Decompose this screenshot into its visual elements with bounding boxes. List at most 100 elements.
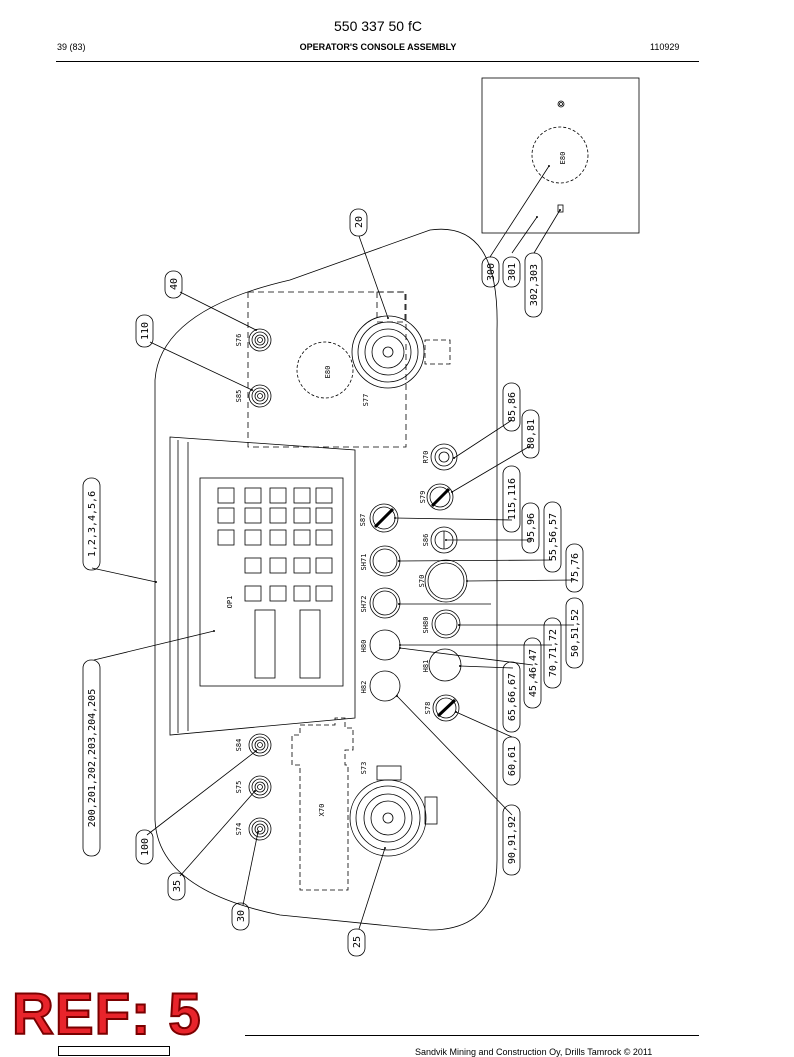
callout-95-96: 95,96 bbox=[521, 502, 540, 554]
label-s79: S79 bbox=[419, 491, 427, 504]
footer-divider bbox=[245, 1035, 699, 1036]
callout-35: 35 bbox=[167, 872, 186, 901]
label-h81: H81 bbox=[422, 660, 430, 673]
label-s73: S73 bbox=[360, 762, 368, 775]
console-body-outline bbox=[154, 228, 498, 931]
svg-text:115,116: 115,116 bbox=[507, 478, 518, 520]
svg-text:65,66,67: 65,66,67 bbox=[507, 673, 518, 721]
label-r70: R70 bbox=[422, 451, 430, 464]
label-s74: S74 bbox=[235, 823, 243, 836]
callout-80-81: 80,81 bbox=[521, 409, 540, 459]
lamp-h81 bbox=[428, 648, 462, 682]
callout-1-6: 1,2,3,4,5,6 bbox=[82, 477, 101, 571]
svg-text:200,201,202,203,204,205: 200,201,202,203,204,205 bbox=[87, 689, 98, 827]
svg-text:45,46,47: 45,46,47 bbox=[528, 649, 539, 697]
label-e80: E80 bbox=[324, 366, 332, 379]
svg-text:60,61: 60,61 bbox=[507, 746, 518, 776]
callout-30: 30 bbox=[231, 902, 250, 931]
label-sh80: SH80 bbox=[422, 617, 430, 634]
svg-text:25: 25 bbox=[352, 936, 363, 948]
svg-text:75,76: 75,76 bbox=[570, 553, 581, 583]
lamp-h80 bbox=[369, 629, 401, 661]
e80-outline bbox=[296, 341, 354, 399]
callout-75-76: 75,76 bbox=[565, 543, 584, 593]
display-panel-op1 bbox=[169, 436, 356, 736]
callout-85-86: 85,86 bbox=[502, 382, 521, 432]
leader-lines bbox=[91, 165, 575, 930]
svg-text:85,86: 85,86 bbox=[507, 392, 518, 422]
label-s87: S87 bbox=[359, 514, 367, 527]
svg-text:70,71,72: 70,71,72 bbox=[548, 629, 559, 677]
svg-text:100: 100 bbox=[140, 838, 151, 856]
button-sh72 bbox=[369, 587, 401, 619]
button-s85 bbox=[248, 384, 272, 408]
button-s84 bbox=[248, 733, 272, 757]
callout-55-57: 55,56,57 bbox=[543, 501, 562, 573]
joystick-housing-upper bbox=[247, 291, 407, 448]
joystick-s73 bbox=[349, 765, 438, 857]
fastener-top-icon bbox=[557, 100, 565, 108]
callout-110: 110 bbox=[135, 314, 154, 348]
callout-301: 301 bbox=[502, 256, 521, 288]
svg-text:35: 35 bbox=[172, 880, 183, 892]
callout-115-116: 115,116 bbox=[502, 465, 521, 533]
ref-stamp: REF: 5 bbox=[11, 982, 202, 1047]
label-op1: OP1 bbox=[226, 596, 234, 609]
svg-text:1,2,3,4,5,6: 1,2,3,4,5,6 bbox=[87, 491, 98, 557]
button-sh80 bbox=[431, 609, 461, 639]
label-s84: S84 bbox=[235, 739, 243, 752]
selector-s78 bbox=[432, 694, 460, 722]
label-s75: S75 bbox=[235, 781, 243, 794]
svg-text:90,91,92: 90,91,92 bbox=[507, 816, 518, 864]
callouts: 300 301 302,303 20 40 110 85,86 80,81 1,… bbox=[82, 208, 584, 957]
button-s70 bbox=[424, 559, 468, 603]
svg-text:55,56,57: 55,56,57 bbox=[548, 513, 559, 561]
label-sh71: SH71 bbox=[360, 554, 368, 571]
svg-text:80,81: 80,81 bbox=[526, 419, 537, 449]
callout-65-67: 65,66,67 bbox=[502, 661, 521, 733]
connector-x70 bbox=[291, 717, 354, 891]
label-s86: S86 bbox=[422, 534, 430, 547]
label-s85: S85 bbox=[235, 390, 243, 403]
svg-text:20: 20 bbox=[354, 216, 365, 228]
svg-text:300: 300 bbox=[486, 263, 497, 281]
svg-text:50,51,52: 50,51,52 bbox=[570, 609, 581, 657]
fastener-bottom-icon bbox=[557, 204, 564, 213]
page-title: OPERATOR'S CONSOLE ASSEMBLY bbox=[299, 42, 457, 52]
button-s76 bbox=[248, 328, 272, 352]
label-h80: H80 bbox=[360, 640, 368, 653]
callout-100: 100 bbox=[135, 829, 154, 865]
label-s76: S76 bbox=[235, 334, 243, 347]
svg-text:40: 40 bbox=[169, 278, 180, 290]
button-s74 bbox=[248, 817, 272, 841]
detail-panel: E80 bbox=[481, 77, 640, 234]
copyright-text: Sandvik Mining and Construction Oy, Dril… bbox=[415, 1047, 653, 1057]
callout-40: 40 bbox=[164, 270, 183, 299]
button-sh71 bbox=[369, 545, 401, 577]
callout-302-303: 302,303 bbox=[524, 252, 543, 318]
svg-text:302,303: 302,303 bbox=[529, 264, 540, 306]
label-h82: H82 bbox=[360, 681, 368, 694]
label-sh72: SH72 bbox=[360, 596, 368, 613]
label-e80-detail: E80 bbox=[559, 152, 567, 165]
svg-text:110: 110 bbox=[140, 322, 151, 340]
callout-20: 20 bbox=[349, 208, 368, 237]
page-number: 39 (83) bbox=[57, 42, 86, 52]
joystick-s77 bbox=[351, 315, 451, 389]
callout-45-47: 45,46,47 bbox=[523, 637, 542, 709]
selector-s79 bbox=[426, 483, 454, 511]
svg-text:30: 30 bbox=[236, 910, 247, 922]
lamp-h82 bbox=[369, 670, 401, 702]
knob-r70 bbox=[430, 443, 458, 471]
label-s70: S70 bbox=[418, 575, 426, 588]
svg-text:95,96: 95,96 bbox=[526, 513, 537, 543]
selector-s87 bbox=[369, 503, 399, 533]
logo-strip bbox=[58, 1046, 170, 1056]
header-divider bbox=[56, 61, 699, 62]
callout-90-92: 90,91,92 bbox=[502, 804, 521, 876]
label-s78: S78 bbox=[424, 702, 432, 715]
e80-detail-outline bbox=[531, 126, 589, 184]
svg-text:301: 301 bbox=[507, 263, 518, 281]
label-s77: S77 bbox=[362, 394, 370, 407]
